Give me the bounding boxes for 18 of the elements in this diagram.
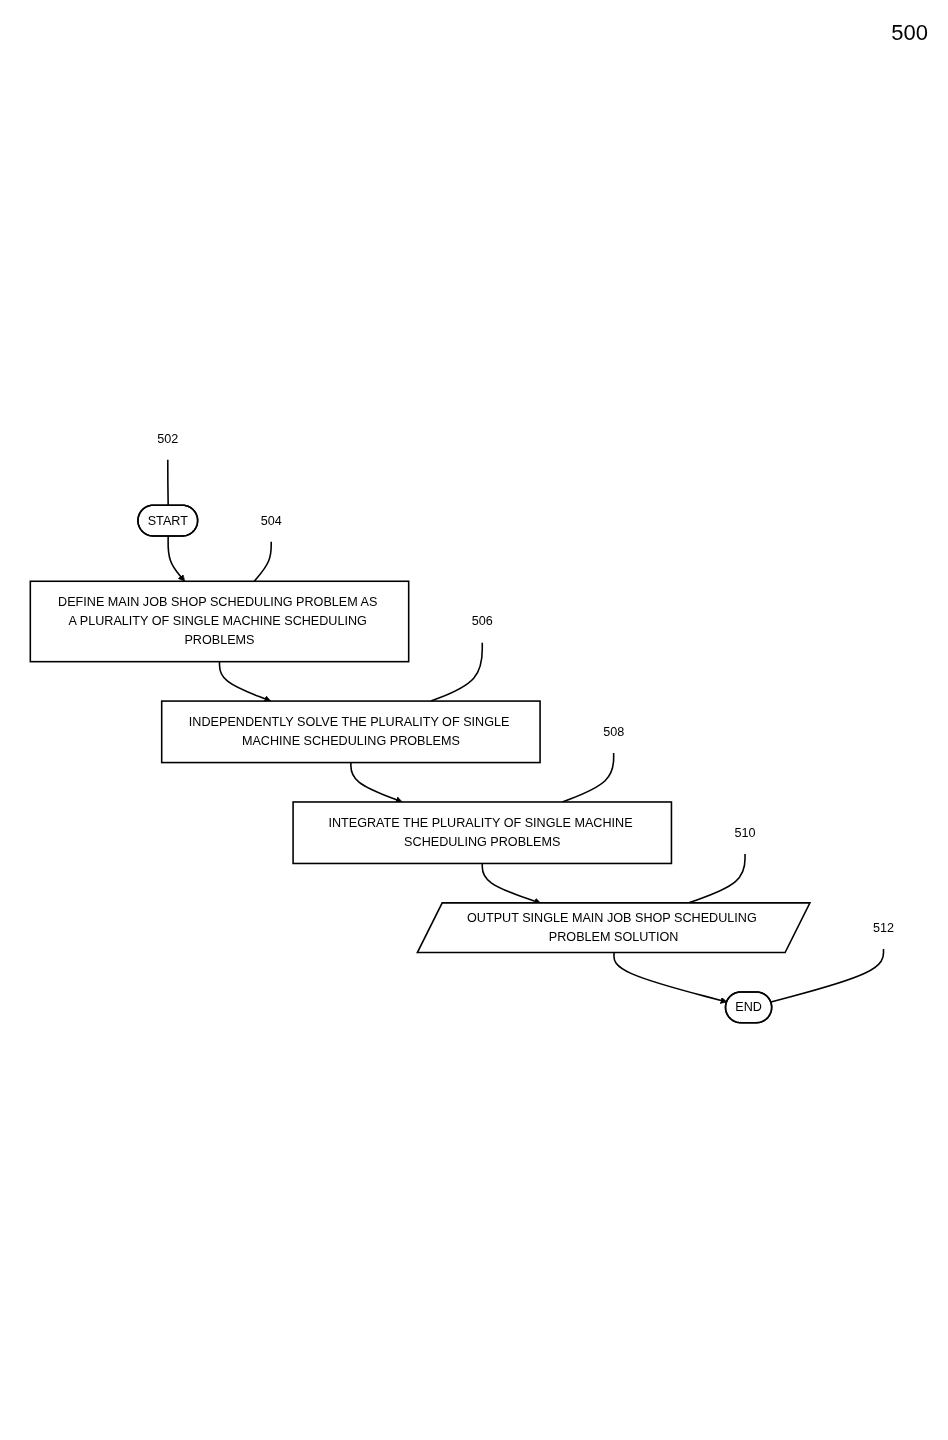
node-text: 504 [260, 513, 282, 527]
node-text: 506 [471, 614, 493, 628]
connector [430, 641, 484, 702]
arrow [218, 660, 272, 703]
node-text: 512 [872, 920, 895, 935]
connector [253, 541, 272, 583]
connector [167, 459, 169, 507]
node-text: 502 [157, 431, 179, 445]
connector [770, 948, 885, 1003]
node-box: INDEPENDENTLY SOLVE THE PLURALITY OF SINGLE MACHINE SCHEDULING PROBLEMS [160, 700, 541, 764]
reference-numeral: 500 [891, 20, 928, 46]
arrow [613, 952, 728, 1004]
node-text: 508 [603, 724, 625, 739]
arrow [167, 535, 186, 582]
arrow [350, 761, 403, 803]
node-text: 510 [734, 825, 756, 840]
node-box: DEFINE MAIN JOB SHOP SCHEDULING PROBLEM AS A PLURALITY OF SINGLE MACHINE SCHEDULING PROBLEMS [29, 580, 410, 663]
node-box: INTEGRATE THE PLURALITY OF SINGLE MACHINE SCHEDULING PROBLEMS [292, 801, 673, 865]
